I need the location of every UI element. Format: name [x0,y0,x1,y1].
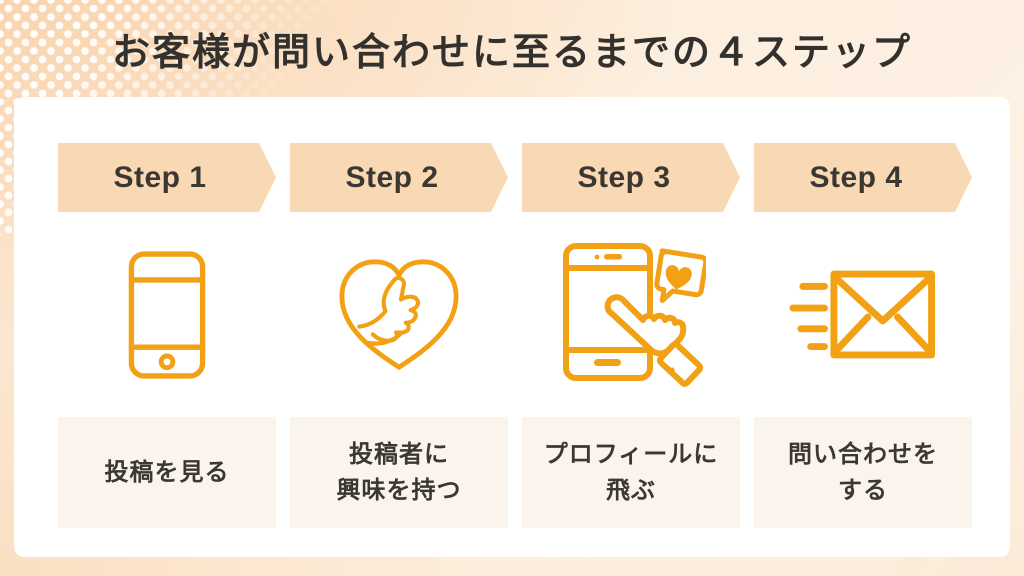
heart-thumbs-up-icon [290,212,508,417]
step-4-arrow: Step 4 [754,143,972,212]
step-3-description-line-1: プロフィールに [543,440,719,468]
page-title: お客様が問い合わせに至るまでの４ステップ [111,32,912,74]
step-2-description-line-2: 興味を持つ [336,476,462,504]
step-1-arrow: Step 1 [58,143,276,212]
step-1-description-line-1: 投稿を見る [104,458,230,486]
content-card: Step 1 Step 2 Step 3 Step 4 [14,97,1010,557]
step-2-label: Step 2 [345,160,439,194]
step-1-description: 投稿を見る [58,417,276,528]
step-2-arrow: Step 2 [290,143,508,212]
step-4-label: Step 4 [809,160,903,194]
step-4-description-line-1: 問い合わせを [788,440,938,468]
phone-tap-heart-icon [522,212,740,417]
step-3-description: プロフィールに 飛ぶ [522,417,740,528]
title-band: お客様が問い合わせに至るまでの４ステップ [0,0,1024,97]
smartphone-icon [58,212,276,417]
step-2-description: 投稿者に 興味を持つ [290,417,508,528]
step-2-description-line-1: 投稿者に [349,440,449,468]
step-1-label: Step 1 [113,160,207,194]
step-3-label: Step 3 [577,160,671,194]
step-4-description-line-2: する [838,476,888,504]
step-3-arrow: Step 3 [522,143,740,212]
flying-mail-icon [754,212,972,417]
step-3-description-line-2: 飛ぶ [606,476,656,504]
step-4-description: 問い合わせを する [754,417,972,528]
